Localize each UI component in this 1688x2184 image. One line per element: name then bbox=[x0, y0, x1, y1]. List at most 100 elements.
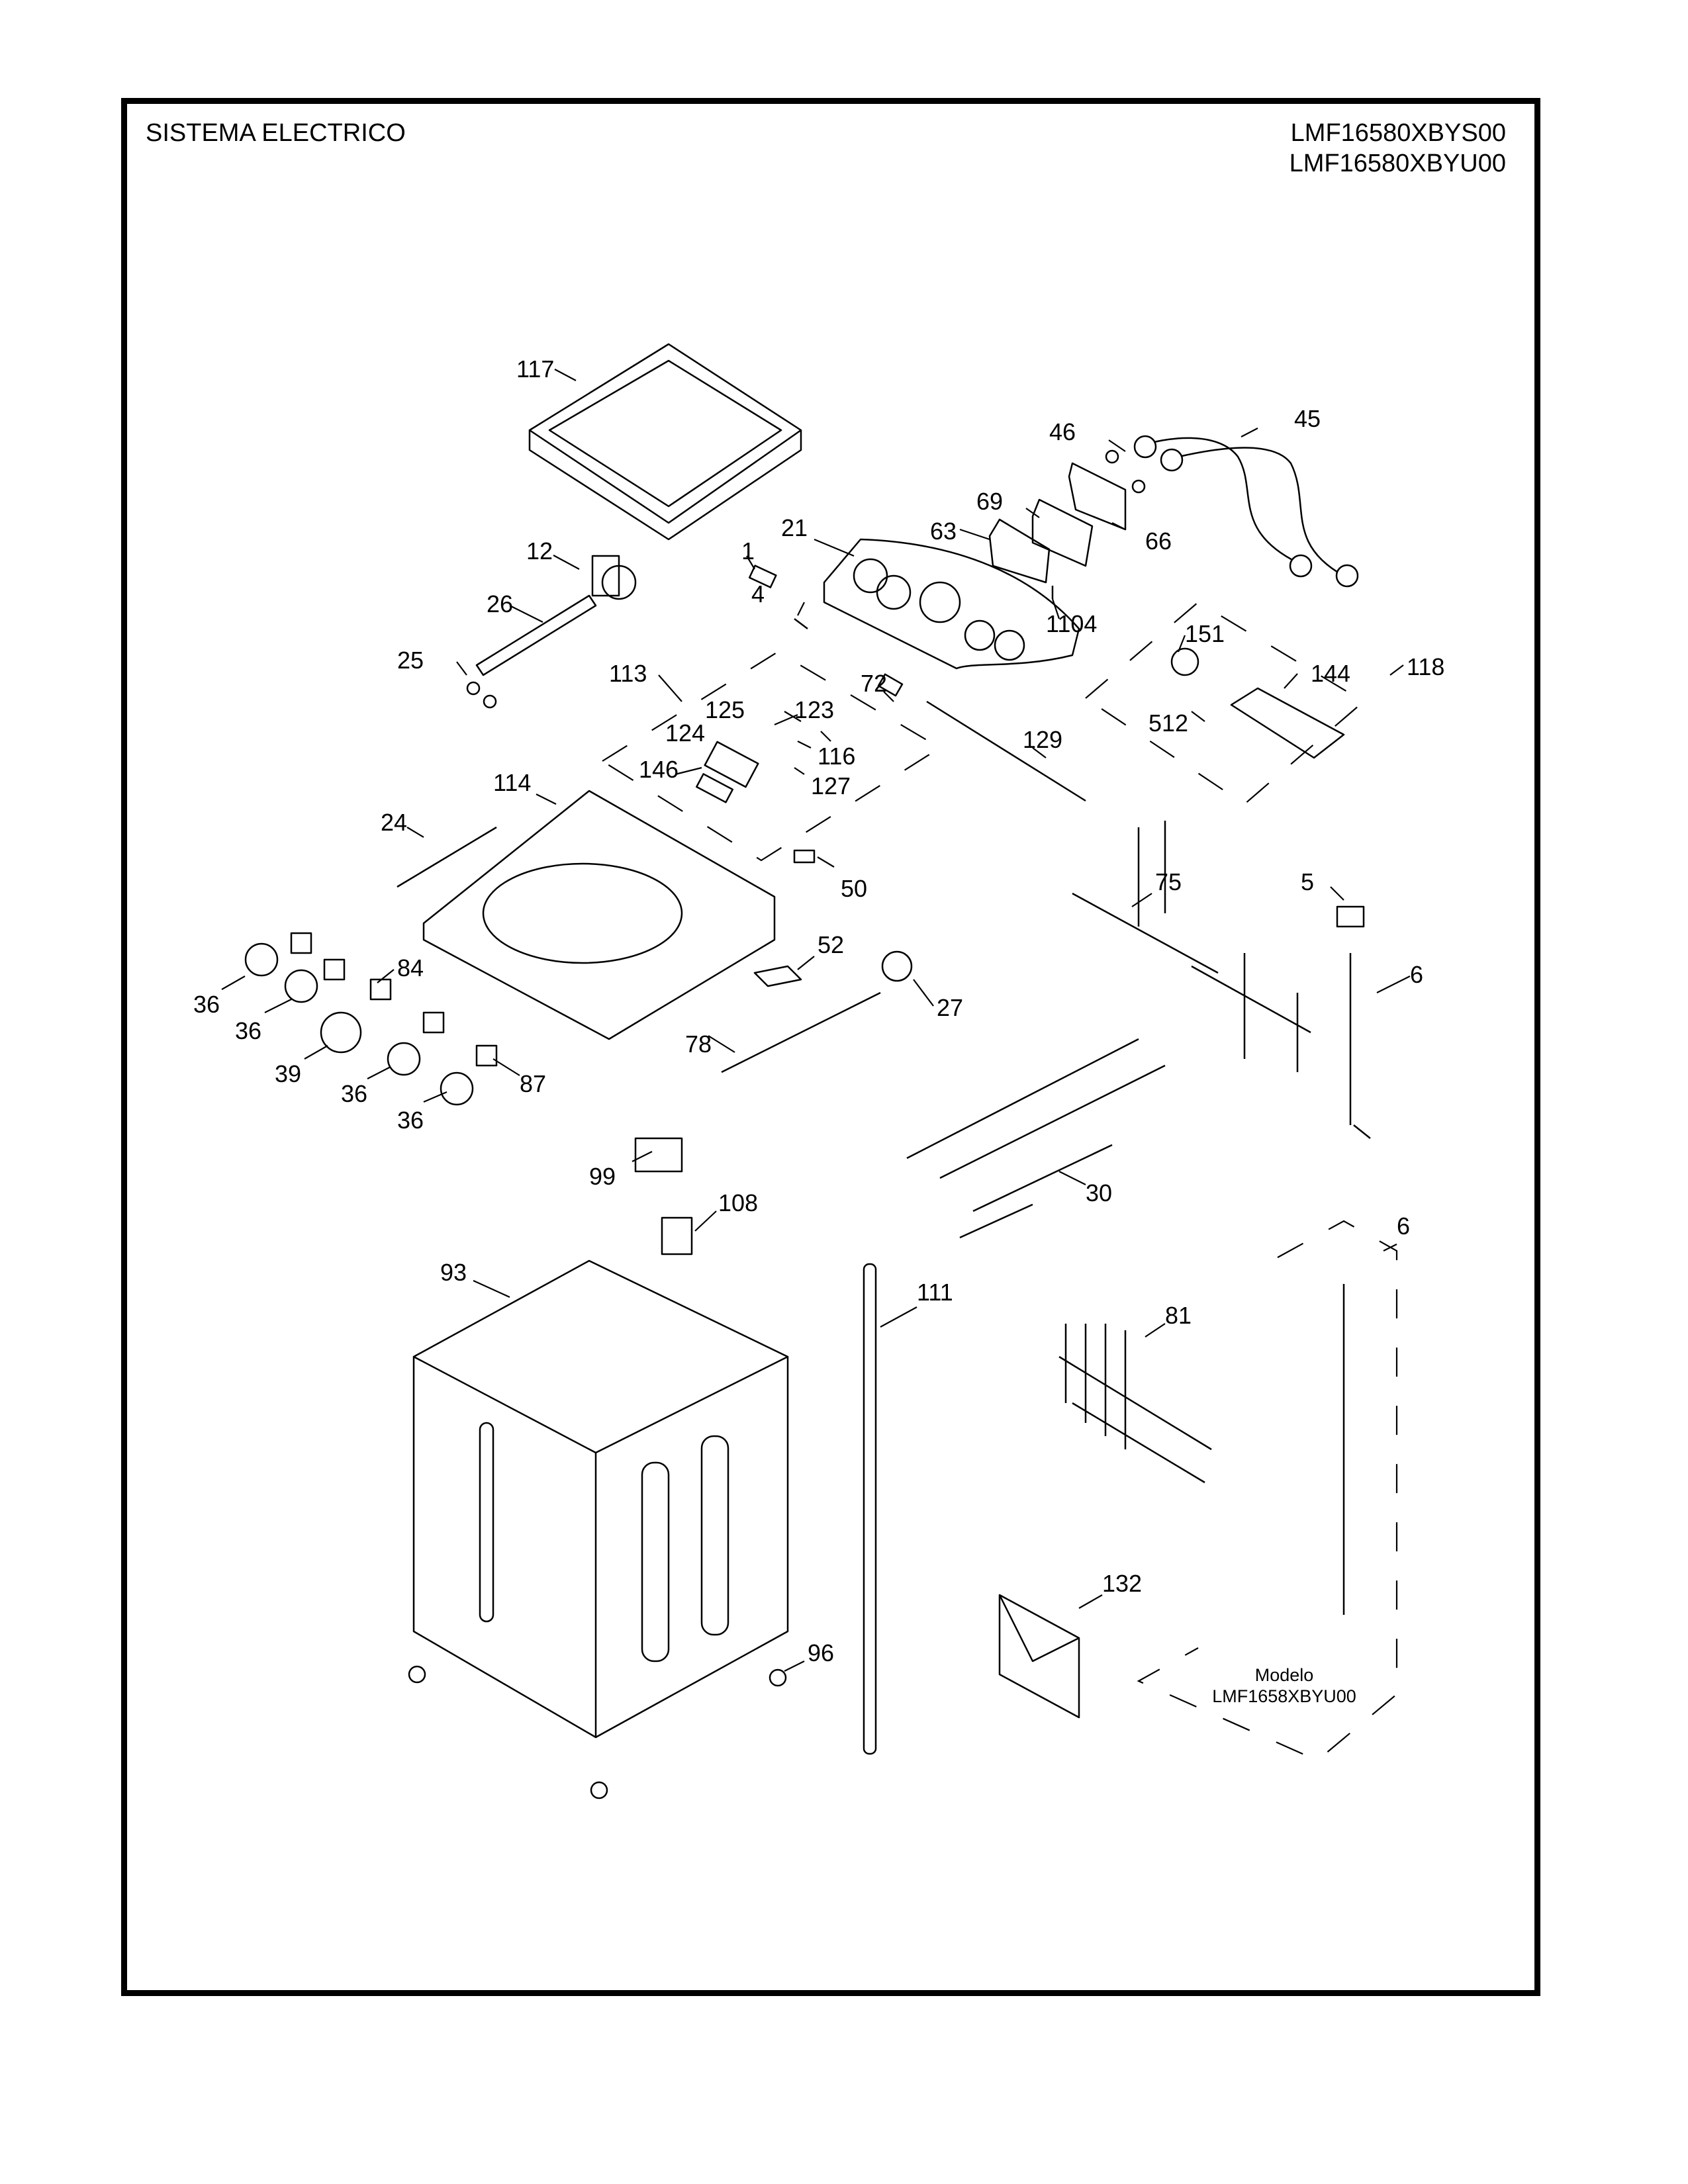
callout-26: 26 bbox=[487, 590, 513, 617]
part-114-top-cover[interactable] bbox=[422, 790, 776, 1040]
part-99-lock[interactable] bbox=[634, 1137, 683, 1173]
part-24-harness[interactable] bbox=[397, 826, 497, 888]
callout-63: 63 bbox=[930, 518, 957, 545]
callout-30: 30 bbox=[1086, 1179, 1112, 1206]
callout-151: 151 bbox=[1185, 620, 1225, 647]
callout-114: 114 bbox=[493, 769, 531, 796]
part-84-switch[interactable] bbox=[290, 932, 392, 1001]
diagram-title: SISTEMA ELECTRICO bbox=[146, 119, 406, 147]
callout-6: 6 bbox=[1410, 961, 1423, 988]
callout-45: 45 bbox=[1294, 405, 1321, 432]
part-21-control-panel[interactable] bbox=[823, 538, 1080, 670]
callout-36: 36 bbox=[341, 1080, 367, 1107]
leader-lines bbox=[221, 369, 1411, 1672]
part-69-board[interactable] bbox=[1031, 498, 1094, 567]
part-111-hose[interactable] bbox=[863, 1263, 877, 1755]
model-note-line1: Modelo bbox=[1255, 1665, 1314, 1685]
part-46-filter[interactable] bbox=[1105, 449, 1146, 494]
callout-117: 117 bbox=[516, 355, 554, 383]
part-25-clip[interactable] bbox=[466, 681, 497, 709]
callout-146: 146 bbox=[639, 756, 679, 783]
part-5-switch[interactable] bbox=[1336, 905, 1365, 928]
kit-6-power-cord-alt[interactable] bbox=[1137, 1220, 1398, 1762]
model-note-line2: LMF1658XBYU00 bbox=[1212, 1686, 1356, 1706]
callout-123: 123 bbox=[794, 696, 834, 723]
part-63-cover[interactable] bbox=[988, 518, 1051, 584]
part-66-bracket[interactable] bbox=[1068, 462, 1127, 531]
part-129-rod[interactable] bbox=[926, 700, 1086, 802]
part-36-knob[interactable] bbox=[440, 1071, 474, 1106]
callout-66: 66 bbox=[1145, 527, 1172, 555]
callout-87: 87 bbox=[520, 1070, 546, 1097]
callout-96: 96 bbox=[808, 1639, 834, 1666]
callout-108: 108 bbox=[718, 1189, 758, 1216]
part-132-manual[interactable] bbox=[998, 1594, 1080, 1719]
part-75-harness[interactable] bbox=[1072, 821, 1311, 1072]
callout-1: 1 bbox=[741, 537, 755, 565]
callout-36: 36 bbox=[235, 1017, 261, 1044]
part-6-power-cord[interactable] bbox=[1349, 953, 1371, 1139]
callout-69: 69 bbox=[976, 488, 1003, 515]
callout-4: 4 bbox=[751, 580, 765, 608]
callout-1104: 1104 bbox=[1046, 610, 1097, 637]
part-27-pressure-switch[interactable] bbox=[881, 950, 913, 982]
callout-39: 39 bbox=[275, 1060, 301, 1087]
part-4-screw[interactable] bbox=[794, 618, 808, 629]
part-96-foot[interactable] bbox=[408, 1665, 787, 1799]
callout-99: 99 bbox=[589, 1163, 616, 1190]
part-36-knob[interactable] bbox=[387, 1042, 421, 1076]
callout-127: 127 bbox=[811, 772, 851, 799]
model-number: LMF16580XBYS00 bbox=[1290, 119, 1506, 147]
part-81-harness[interactable] bbox=[1058, 1324, 1212, 1484]
callout-75: 75 bbox=[1155, 868, 1182, 895]
callout-111: 111 bbox=[917, 1279, 953, 1306]
kit-113-dispenser[interactable] bbox=[600, 651, 942, 862]
model-numbers: LMF16580XBYS00 LMF16580XBYU00 bbox=[1289, 118, 1506, 179]
part-39-knob[interactable] bbox=[320, 1011, 362, 1054]
part-52-plate[interactable] bbox=[753, 965, 802, 987]
part-36-knob[interactable] bbox=[284, 969, 318, 1003]
callout-72: 72 bbox=[861, 670, 887, 697]
part-45-inlet-hoses[interactable] bbox=[1133, 435, 1359, 588]
callout-5: 5 bbox=[1301, 868, 1314, 895]
callout-81: 81 bbox=[1165, 1302, 1192, 1329]
part-30-harness[interactable] bbox=[906, 1038, 1166, 1239]
part-87-switch[interactable] bbox=[422, 1011, 498, 1067]
callout-93: 93 bbox=[440, 1259, 467, 1286]
part-26-hose[interactable] bbox=[475, 594, 597, 676]
callout-6: 6 bbox=[1397, 1212, 1410, 1240]
part-1-badge[interactable] bbox=[748, 565, 777, 588]
callout-116: 116 bbox=[818, 743, 855, 770]
callout-21: 21 bbox=[781, 514, 808, 541]
callout-50: 50 bbox=[841, 875, 867, 902]
callout-512: 512 bbox=[1149, 709, 1188, 737]
part-78-harness[interactable] bbox=[721, 991, 881, 1073]
callout-129: 129 bbox=[1023, 726, 1062, 753]
kit-118-pump[interactable] bbox=[1084, 601, 1365, 805]
part-50-sensor[interactable] bbox=[793, 849, 816, 864]
callout-125: 125 bbox=[705, 696, 745, 723]
callout-36: 36 bbox=[397, 1107, 424, 1134]
callout-25: 25 bbox=[397, 647, 424, 674]
callout-labels: 117 46 45 69 66 63 21 12 1 4 1104 26 151… bbox=[193, 355, 1444, 1666]
part-72-switch[interactable] bbox=[877, 673, 904, 697]
callout-132: 132 bbox=[1102, 1570, 1142, 1597]
callout-52: 52 bbox=[818, 931, 844, 958]
callout-84: 84 bbox=[397, 954, 424, 981]
callout-46: 46 bbox=[1049, 418, 1076, 445]
callout-12: 12 bbox=[526, 537, 553, 565]
callout-27: 27 bbox=[937, 994, 963, 1021]
part-108-cover[interactable] bbox=[661, 1216, 693, 1255]
callout-144: 144 bbox=[1311, 660, 1350, 687]
callout-78: 78 bbox=[685, 1030, 712, 1058]
callout-24: 24 bbox=[381, 809, 407, 836]
part-12-valve[interactable] bbox=[591, 555, 637, 600]
callout-113: 113 bbox=[609, 660, 647, 687]
part-93-cabinet[interactable] bbox=[412, 1259, 789, 1739]
part-36-knob[interactable] bbox=[244, 942, 279, 977]
part-117-lid[interactable] bbox=[528, 343, 802, 541]
callout-36: 36 bbox=[193, 991, 220, 1018]
model-note: Modelo LMF1658XBYU00 bbox=[1212, 1665, 1356, 1706]
callout-124: 124 bbox=[665, 719, 705, 747]
